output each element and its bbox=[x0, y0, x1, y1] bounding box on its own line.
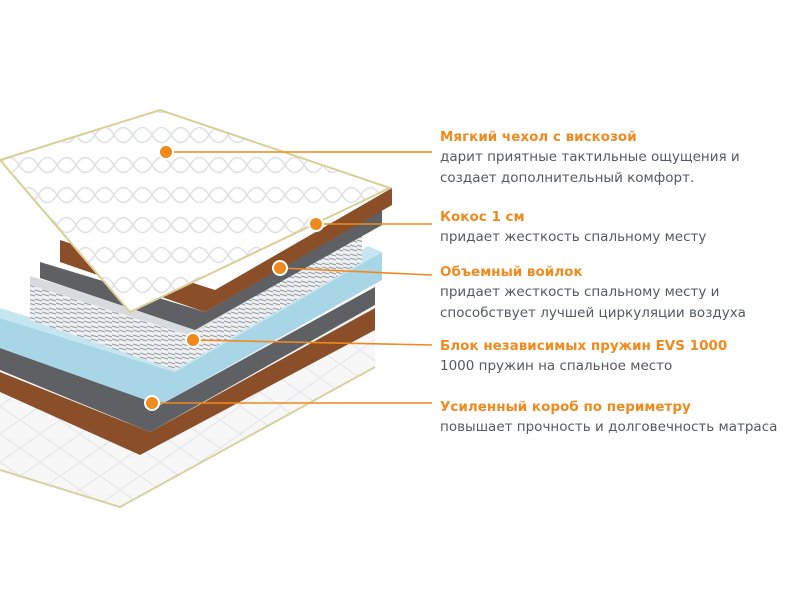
lower-felt-layer bbox=[0, 287, 375, 432]
layer-title: Усиленный короб по периметру bbox=[440, 399, 691, 415]
layer-description: повышает прочность и долговечность матра… bbox=[440, 419, 778, 435]
layer-label-cover: Мягкий чехол с вискозой дарит приятные т… bbox=[440, 127, 795, 189]
layer-label-felt: Объемный войлок придает жесткость спальн… bbox=[440, 262, 795, 324]
lower-coconut-layer bbox=[0, 308, 375, 455]
callout-line-felt bbox=[279, 267, 433, 276]
callout-lines bbox=[152, 151, 433, 404]
layer-title: Кокос 1 см bbox=[440, 209, 525, 225]
spring-block-layer bbox=[30, 226, 362, 370]
top-cover-layer bbox=[0, 108, 393, 314]
layer-description: придает жесткость спальному месту и спос… bbox=[440, 284, 746, 321]
layer-title: Блок независимых пружин EVS 1000 bbox=[440, 338, 728, 354]
layer-label-springs: Блок независимых пружин EVS 1000 1000 пр… bbox=[440, 336, 795, 377]
callout-dot-cover bbox=[158, 144, 174, 160]
layer-title: Объемный войлок bbox=[440, 264, 583, 280]
callout-dot-box bbox=[144, 395, 160, 411]
callout-dot-felt bbox=[272, 260, 288, 276]
callout-dot-coconut bbox=[308, 216, 324, 232]
layer-label-box: Усиленный короб по периметру повышает пр… bbox=[440, 397, 795, 438]
callout-line-springs bbox=[192, 339, 433, 346]
layer-label-coconut: Кокос 1 см придает жесткость спальному м… bbox=[440, 207, 795, 248]
layer-title: Мягкий чехол с вискозой bbox=[440, 129, 637, 145]
callout-dots bbox=[144, 144, 324, 411]
layer-description: придает жесткость спальному месту bbox=[440, 229, 707, 245]
callout-dot-springs bbox=[185, 332, 201, 348]
layer-description: 1000 пружин на спальное место bbox=[440, 358, 673, 374]
layer-description: дарит приятные тактильные ощущения и соз… bbox=[440, 149, 740, 186]
